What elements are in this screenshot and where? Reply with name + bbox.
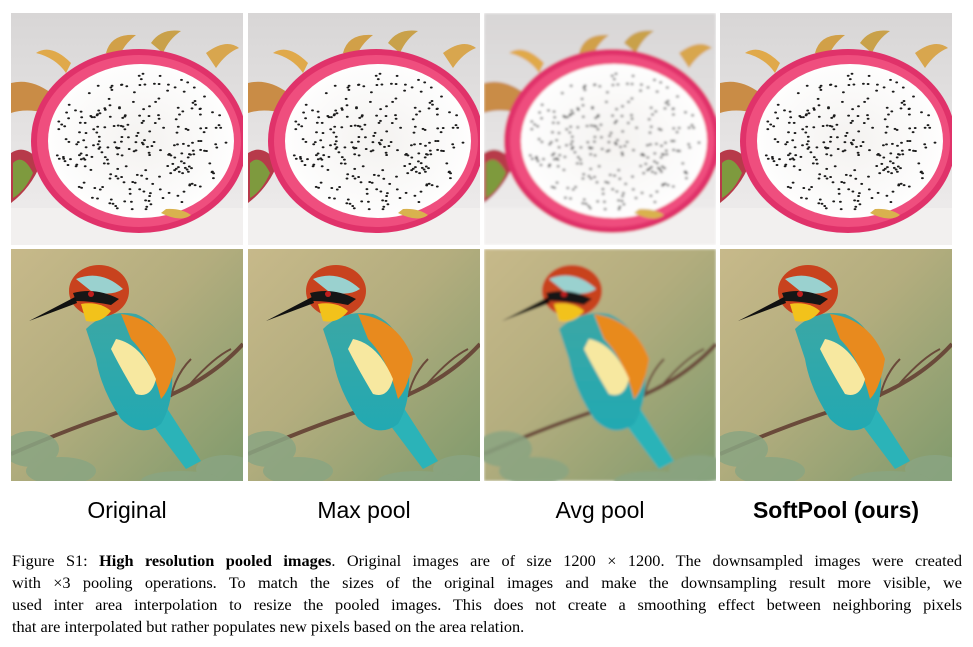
bird-softpool-image xyxy=(720,249,952,481)
dragon-fruit-avg-pool-image xyxy=(484,13,716,245)
column-label-original: Original xyxy=(87,497,167,523)
figure-caption: Figure S1: High resolution pooled images… xyxy=(12,550,962,638)
bird-original-image xyxy=(11,249,243,481)
dragon-fruit-original-image xyxy=(11,13,243,245)
column-label-max-pool: Max pool xyxy=(317,497,411,523)
caption-line-3: used inter area interpolation to resize … xyxy=(12,595,962,614)
column-label-softpool: SoftPool (ours) xyxy=(752,497,920,523)
caption-line-1: Figure S1: High resolution pooled images… xyxy=(12,550,962,572)
column-label-avg-pool: Avg pool xyxy=(555,497,645,523)
image-grid xyxy=(11,13,965,483)
caption-title: High resolution pooled images xyxy=(99,551,332,570)
caption-line-2: with ×3 pooling operations. To match the… xyxy=(12,573,962,592)
bird-avg-pool-image xyxy=(484,249,716,481)
caption-line-1-rest: . Original images are of size 1200 × 120… xyxy=(331,551,962,570)
bird-max-pool-image xyxy=(248,249,480,481)
dragon-fruit-max-pool-image xyxy=(248,13,480,245)
caption-prefix: Figure S1: xyxy=(12,551,100,570)
caption-line-4: that are interpolated but rather populat… xyxy=(12,617,525,636)
dragon-fruit-softpool-image xyxy=(720,13,952,245)
